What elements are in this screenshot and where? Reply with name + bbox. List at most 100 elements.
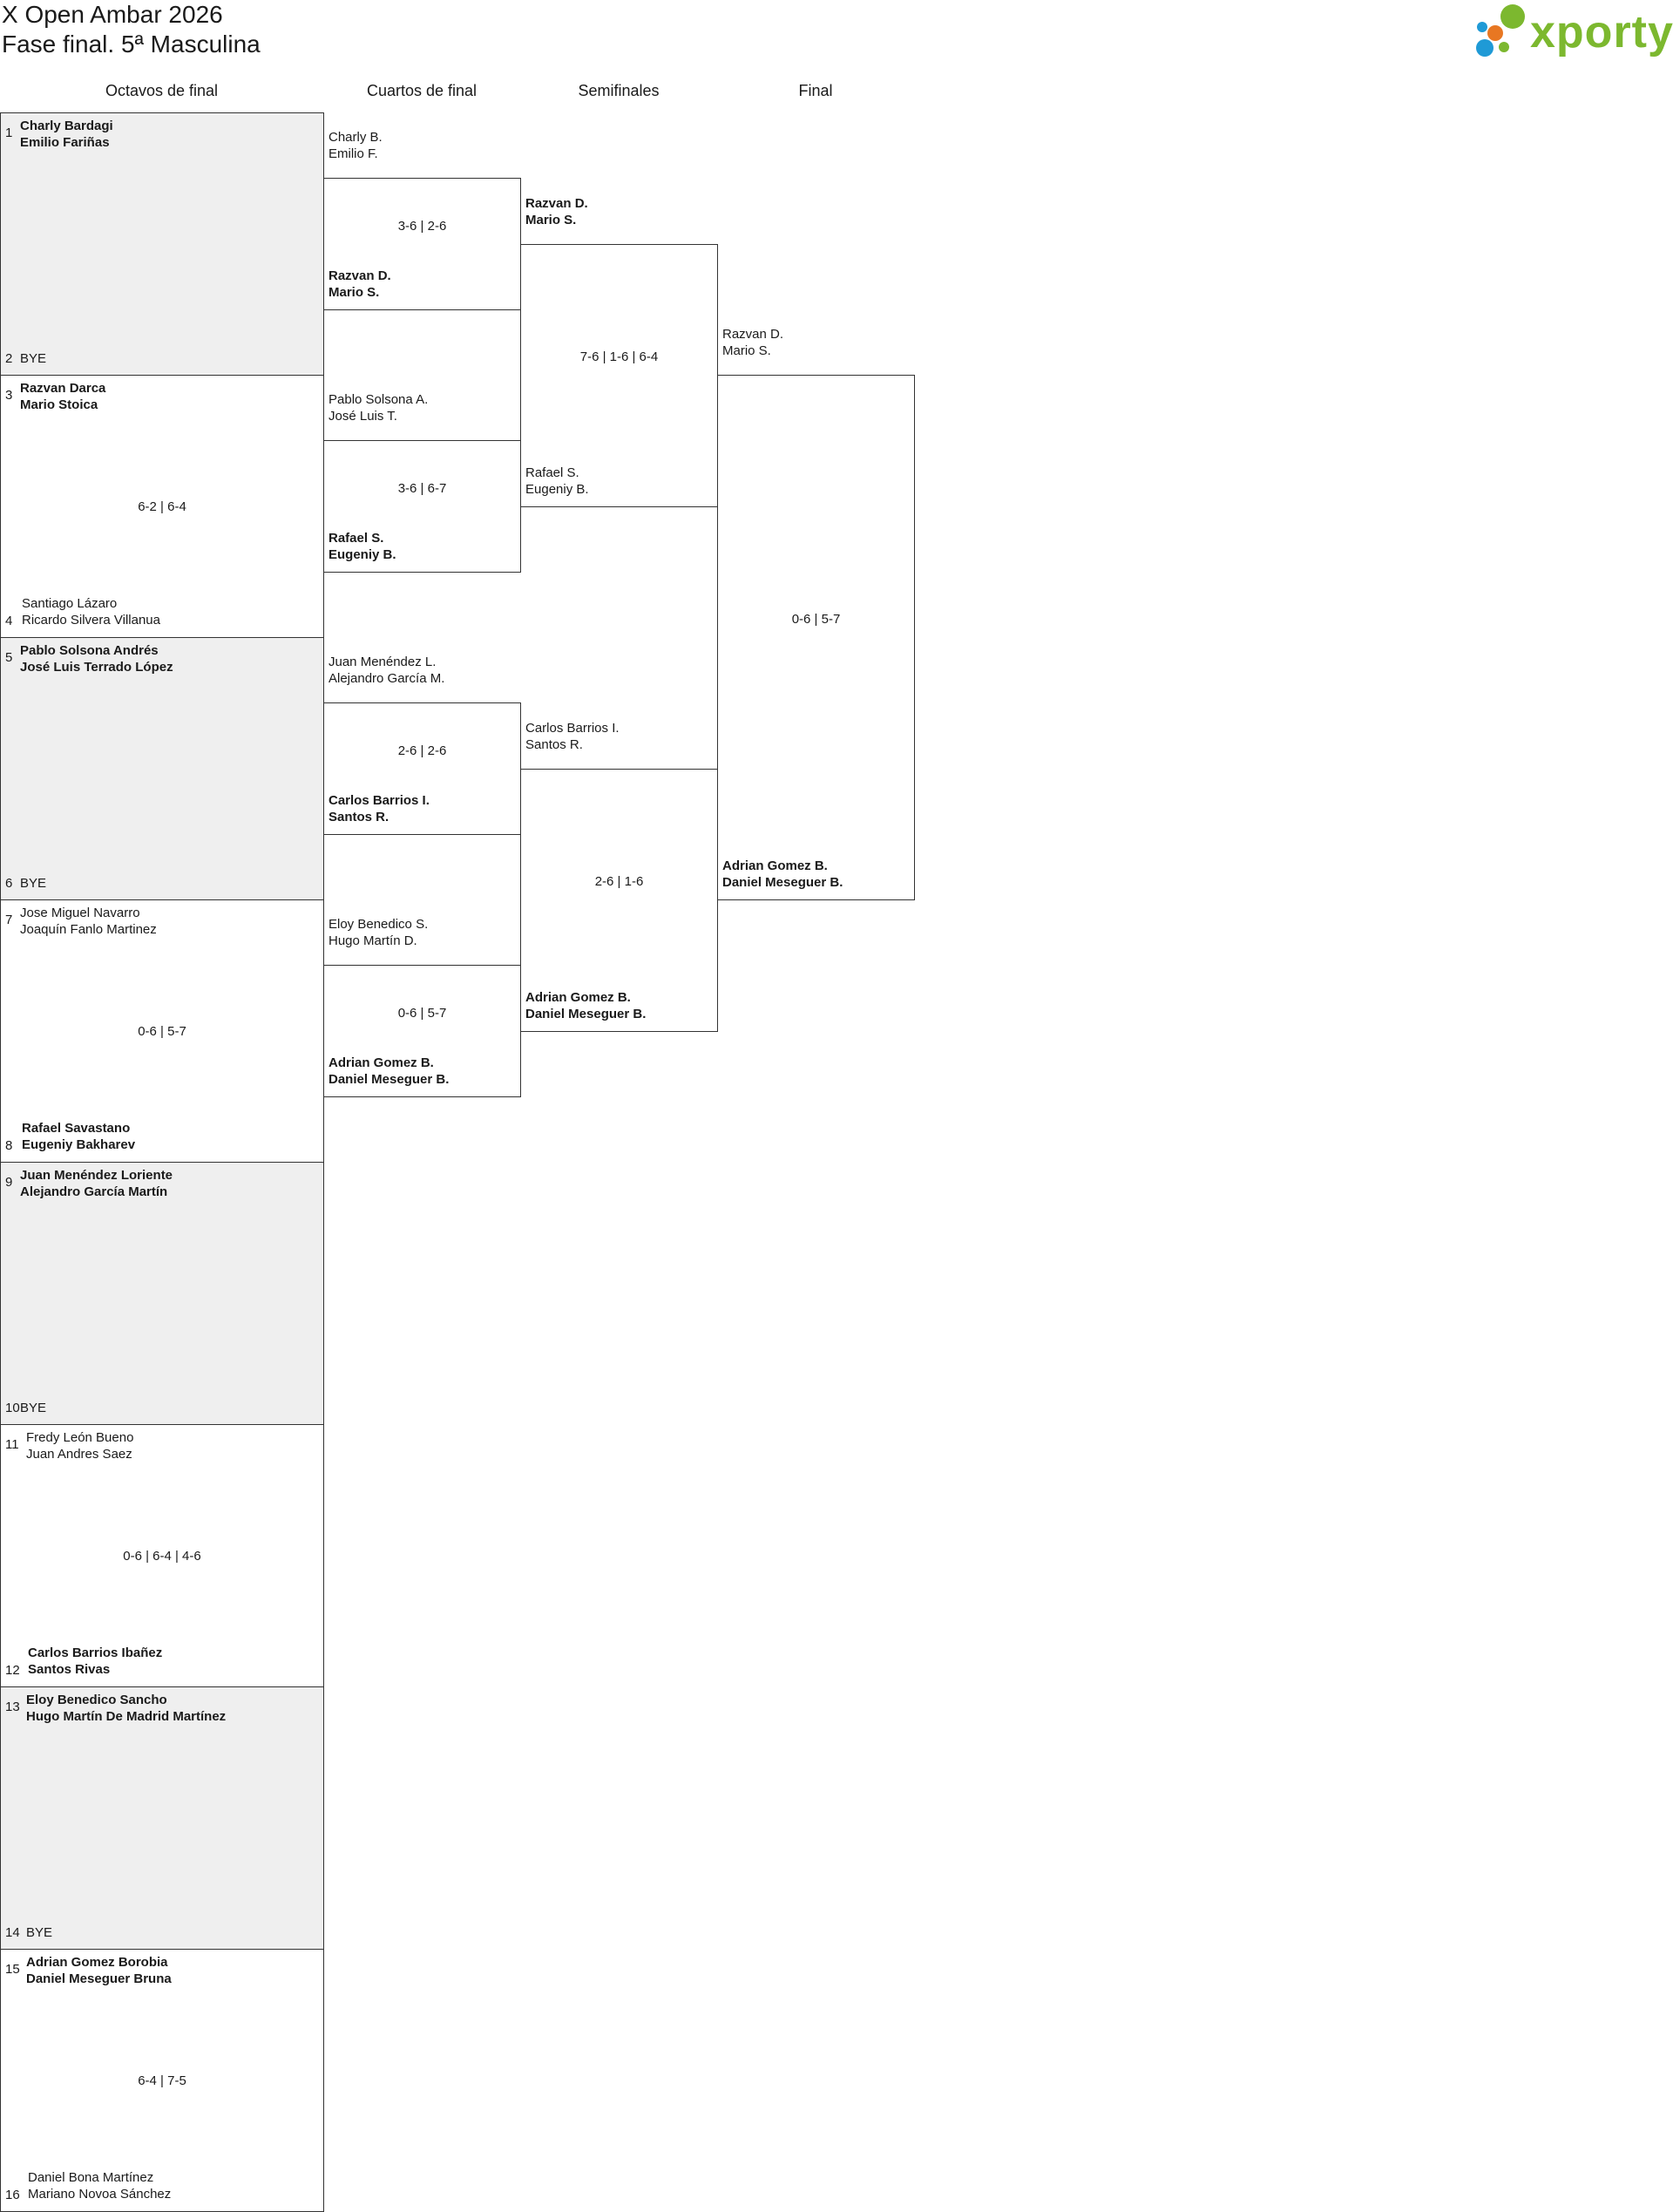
player-name: Santos R. <box>525 736 583 752</box>
match-box <box>0 1162 324 1425</box>
player-name: Daniel Meseguer B. <box>329 1071 450 1087</box>
player-name: Daniel Meseguer B. <box>525 1006 647 1021</box>
player-name: Ricardo Silvera Villanua <box>22 613 160 628</box>
player-name: Hugo Martín De Madrid Martínez <box>26 1709 227 1724</box>
player-name: Juan Menéndez Loriente <box>20 1168 173 1183</box>
player-name: Santos R. <box>329 809 389 824</box>
player-name: Santos Rivas <box>28 1662 111 1677</box>
player-name: Emilio Fariñas <box>20 135 110 150</box>
team-pair: Juan Menéndez L.Alejandro García M. <box>329 654 444 687</box>
final-connector <box>717 375 915 900</box>
seed-number: 10 <box>5 1401 20 1415</box>
player-name: Emilio F. <box>329 146 378 162</box>
player-name: Rafael S. <box>525 465 579 480</box>
player-name: BYE <box>20 351 47 366</box>
seed-number: 1 <box>5 126 13 140</box>
player-name: Rafael Savastano <box>22 1121 131 1136</box>
seed-number: 8 <box>5 1138 13 1153</box>
match-score: 3-6 | 2-6 <box>397 218 447 234</box>
seed-number: 14 <box>5 1925 20 1940</box>
seed-number: 6 <box>5 876 13 891</box>
player-name: Daniel Bona Martínez <box>28 2170 154 2185</box>
player-name: Rafael S. <box>329 530 384 546</box>
player-name: Carlos Barrios Ibañez <box>28 1645 163 1660</box>
team-pair: BYE <box>20 875 46 892</box>
player-name: Juan Menéndez L. <box>329 655 437 670</box>
player-name: Razvan D. <box>329 268 391 283</box>
player-name: BYE <box>26 1925 53 1940</box>
player-name: Razvan D. <box>722 327 784 342</box>
player-name: Eloy Benedico S. <box>329 917 429 933</box>
seed-number: 7 <box>5 913 13 927</box>
seed-number: 9 <box>5 1175 13 1190</box>
team-pair: Carlos Barrios I.Santos R. <box>525 720 620 753</box>
seed-number: 15 <box>5 1962 20 1977</box>
player-name: Adrian Gomez B. <box>525 989 631 1005</box>
seed-number: 2 <box>5 351 13 366</box>
player-name: Eugeniy Bakharev <box>22 1137 136 1152</box>
seed-number: 5 <box>5 650 13 665</box>
player-name: Eugeniy B. <box>329 546 396 562</box>
match-score: 3-6 | 6-7 <box>397 480 447 496</box>
team-pair: Rafael S.Eugeniy B. <box>525 465 589 498</box>
player-name: Daniel Meseguer B. <box>722 875 843 890</box>
seed-number: 3 <box>5 388 13 403</box>
logo-dots-icon <box>1476 4 1525 57</box>
player-name: Razvan D. <box>525 195 588 211</box>
player-name: Adrian Gomez B. <box>722 858 828 873</box>
player-name: Charly Bardagi <box>20 119 113 133</box>
tournament-title: X Open Ambar 2026 <box>2 1 223 28</box>
team-pair: Eloy Benedico S.Hugo Martín D. <box>329 916 428 949</box>
player-name: Santiago Lázaro <box>22 596 118 611</box>
player-name: Alejandro García M. <box>329 671 445 687</box>
header-cuartos: Cuartos de final <box>366 82 478 99</box>
team-pair: BYE <box>26 1924 52 1941</box>
team-pair: Razvan D.Mario S. <box>722 326 783 359</box>
player-name: Joaquín Fanlo Martinez <box>20 922 157 937</box>
player-name: Daniel Meseguer Bruna <box>26 1971 172 1986</box>
player-name: BYE <box>20 1401 47 1415</box>
player-name: José Luis T. <box>329 409 397 424</box>
player-name: Adrian Gomez Borobia <box>26 1955 168 1970</box>
team-pair: Charly B.Emilio F. <box>329 129 383 162</box>
header-final: Final <box>798 82 833 99</box>
xporty-logo: xporty <box>1474 3 1673 61</box>
team-pair: Razvan D.Mario S. <box>329 268 391 301</box>
phase-subtitle: Fase final. 5ª Masculina <box>2 31 261 58</box>
player-name: Juan Andres Saez <box>26 1447 132 1462</box>
match-score: 0-6 | 5-7 <box>397 1005 447 1021</box>
player-name: Jose Miguel Navarro <box>20 906 140 920</box>
team-pair: Carlos Barrios I.Santos R. <box>329 792 430 825</box>
player-name: Hugo Martín D. <box>329 933 417 949</box>
team-pair: Adrian Gomez B.Daniel Meseguer B. <box>525 989 646 1022</box>
logo-wordmark: xporty <box>1530 7 1673 58</box>
player-name: Pablo Solsona Andrés <box>20 643 159 658</box>
player-name: Adrian Gomez B. <box>329 1055 434 1070</box>
match-score: 2-6 | 2-6 <box>397 743 447 758</box>
player-name: José Luis Terrado López <box>20 660 173 675</box>
player-name: Pablo Solsona A. <box>329 392 429 408</box>
match-score: 0-6 | 5-7 <box>138 1023 186 1039</box>
team-pair: BYE <box>20 350 46 367</box>
player-name: Charly B. <box>329 130 383 146</box>
team-pair: Rafael S.Eugeniy B. <box>329 530 396 563</box>
team-pair: Adrian Gomez B. Daniel Meseguer B. <box>722 858 843 891</box>
player-name: Razvan Darca <box>20 381 106 396</box>
seed-number: 4 <box>5 614 13 628</box>
seed-number: 13 <box>5 1700 20 1714</box>
team-pair: Pablo Solsona A.José Luis T. <box>329 391 428 424</box>
match-score: 0-6 | 5-7 <box>791 612 841 627</box>
seed-number: 11 <box>5 1437 19 1452</box>
player-name: Mario S. <box>525 212 577 227</box>
player-name: BYE <box>20 876 47 891</box>
player-name: Alejandro García Martín <box>20 1184 168 1199</box>
team-pair: BYE <box>20 1400 46 1416</box>
